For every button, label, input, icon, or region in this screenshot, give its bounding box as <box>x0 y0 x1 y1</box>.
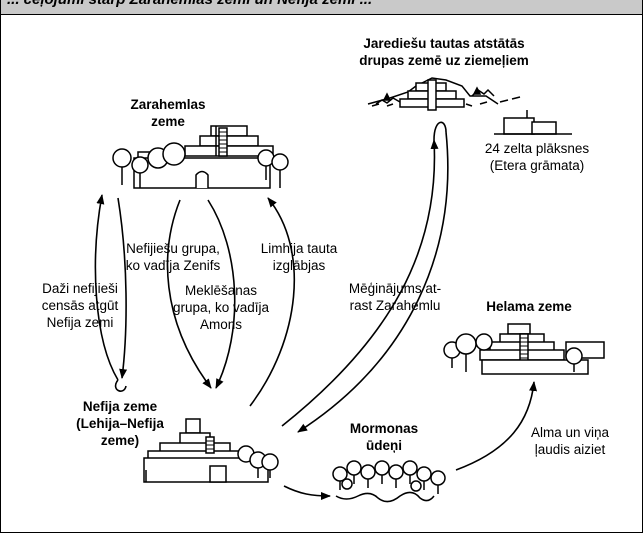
route-zeniff-line2: ko vadīja Zenifs <box>125 258 221 273</box>
header-title: ... ceļojumi starp Zarahemlas zemi un Ne… <box>7 0 372 8</box>
route-some-nephites-line2: censās atgūt <box>41 298 119 313</box>
nephi-city-icon <box>143 418 279 483</box>
route-arrow-nephi-to-mormon <box>283 485 331 500</box>
route-search-line1: Mēģinājums at- <box>348 281 442 296</box>
route-zeniff-line1: Nefijiešu grupa, <box>126 241 220 256</box>
jaredite-ruins-icon <box>367 77 521 111</box>
route-label-limhi: Limhija tauta izglābjas <box>244 240 354 274</box>
place-helam: Helama zeme <box>474 298 584 315</box>
zarahemla-city-icon <box>112 125 289 189</box>
place-mormon-line2: ūdeņi <box>366 438 402 453</box>
route-arrow-search-zarahemla-up <box>281 139 439 427</box>
note-plates-line2: (Etera grāmata) <box>489 158 585 173</box>
route-arrow-some-nephites-down <box>117 197 128 379</box>
route-label-some-nephites: Daži nefijieši censās atgūt Nefija zemi <box>30 280 130 331</box>
place-jaredite-line2: drupas zemē uz ziemeļiem <box>359 53 529 68</box>
route-alma-line1: Alma un viņa <box>530 425 610 440</box>
route-label-zeniff: Nefijiešu grupa, ko vadīja Zenifs <box>118 240 228 274</box>
route-arrow-some-nephites-up <box>94 194 119 381</box>
route-arrow-some-nephites-loop <box>114 379 127 392</box>
route-label-search-zarahemla: Mēģinājums at- rast Zarahemlu <box>340 280 450 314</box>
route-limhi-line2: izglābjas <box>272 258 326 273</box>
place-waters-of-mormon: Mormonas ūdeņi <box>334 420 434 454</box>
golden-plates-icon <box>494 110 572 135</box>
place-helam-line1: Helama zeme <box>486 299 572 314</box>
route-arrow-search-zarahemla-down <box>297 131 449 433</box>
place-nephi-line2: (Lehija–Nefija <box>76 416 164 431</box>
place-mormon-line1: Mormonas <box>349 421 419 436</box>
route-arrow-alma <box>455 381 538 471</box>
route-ammon-line3: Amons <box>199 317 243 332</box>
route-ammon-line2: grupa, ko vadīja <box>172 300 270 315</box>
route-arrow-ammon <box>207 199 236 389</box>
place-nephi-line3: zeme) <box>100 433 140 448</box>
route-label-ammon: Meklēšanas grupa, ko vadīja Amons <box>166 282 276 333</box>
note-golden-plates: 24 zelta plāksnes (Etera grāmata) <box>472 140 602 174</box>
route-search-line2: rast Zarahemlu <box>349 298 441 313</box>
route-arrow-zeniff <box>166 199 212 389</box>
place-nephi: Nefija zeme (Lehija–Nefija zeme) <box>60 398 180 449</box>
place-nephi-line1: Nefija zeme <box>82 399 158 414</box>
place-jaredite-ruins: Jarediešu tautas atstātās drupas zemē uz… <box>344 35 544 69</box>
note-plates-line1: 24 zelta plāksnes <box>484 141 590 156</box>
route-limhi-line1: Limhija tauta <box>260 241 338 256</box>
route-arrow-search-zarahemla-loop <box>433 121 447 141</box>
route-arrow-limhi <box>249 197 296 407</box>
waters-of-mormon-icon <box>332 460 446 503</box>
route-some-nephites-line1: Daži nefijieši <box>42 281 118 296</box>
place-zarahemla-line1: Zarahemlas <box>130 97 206 112</box>
place-jaredite-line1: Jarediešu tautas atstātās <box>363 36 525 51</box>
header-band: ... ceļojumi starp Zarahemlas zemi un Ne… <box>1 0 642 14</box>
route-ammon-line1: Meklēšanas <box>184 283 258 298</box>
route-alma-line2: ļaudis aiziet <box>534 442 606 457</box>
place-zarahemla: Zarahemlas zeme <box>108 96 228 130</box>
route-some-nephites-line3: Nefija zemi <box>46 315 114 330</box>
helam-city-icon <box>443 323 605 375</box>
header-rule <box>1 14 642 15</box>
place-zarahemla-line2: zeme <box>151 114 185 129</box>
route-label-alma: Alma un viņa ļaudis aiziet <box>520 424 620 458</box>
